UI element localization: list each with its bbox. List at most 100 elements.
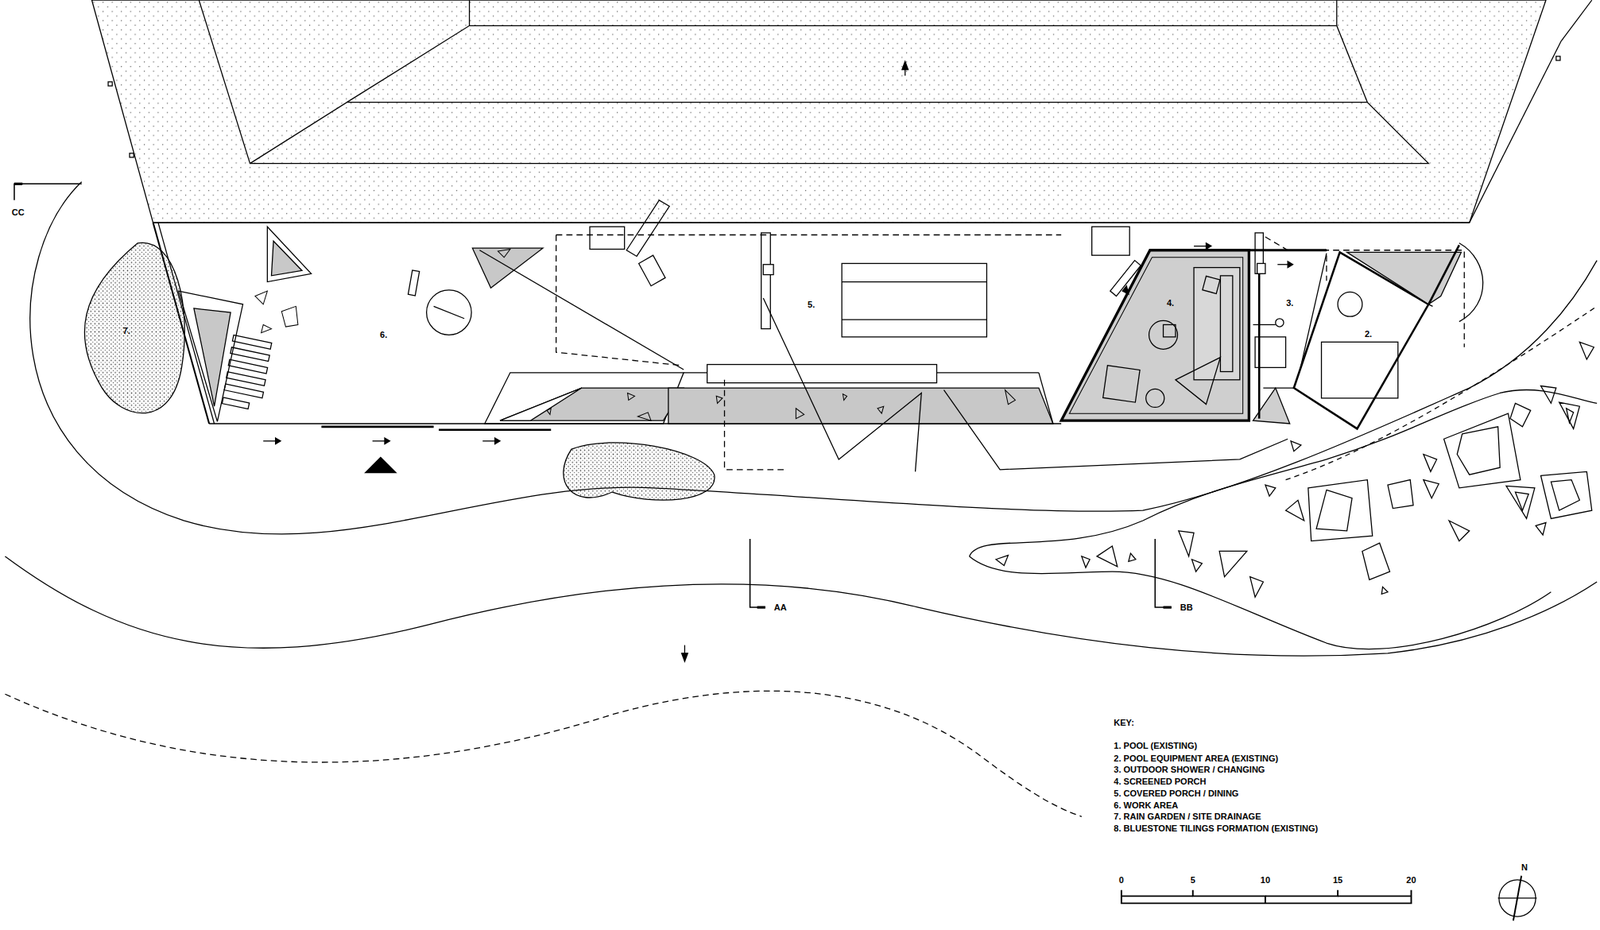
plan-polygon xyxy=(271,240,303,276)
plan-polyline xyxy=(346,25,1337,102)
plan-polyline xyxy=(198,0,1429,163)
plan-rect xyxy=(230,347,270,362)
plan-polygon xyxy=(1290,441,1302,452)
plan-line xyxy=(438,428,551,431)
plan-polygon xyxy=(637,412,651,421)
plan-polygon xyxy=(281,306,299,327)
plan-rect xyxy=(129,153,134,158)
scale-number: 0 xyxy=(1117,874,1126,885)
plan-line xyxy=(153,221,1470,223)
plan-path xyxy=(84,242,185,413)
plan-polygon xyxy=(626,200,670,257)
plan-polygon xyxy=(267,226,311,282)
plan-rect xyxy=(1103,365,1140,403)
plan-polyline xyxy=(1154,538,1172,608)
plan-polygon xyxy=(1096,546,1118,567)
scale-number: 15 xyxy=(1331,874,1345,885)
plan-line xyxy=(684,645,686,654)
plan-line xyxy=(1248,248,1327,252)
plan-polygon xyxy=(261,324,272,333)
plan-polygon xyxy=(1535,523,1546,535)
plan-rect xyxy=(841,263,987,337)
plan-polyline xyxy=(763,298,922,472)
stairs xyxy=(221,334,272,409)
plan-path xyxy=(969,556,1552,650)
plan-polygon xyxy=(178,290,244,422)
section-label: BB xyxy=(1178,602,1195,613)
plan-rect xyxy=(1220,275,1232,372)
plan-polyline xyxy=(556,234,1062,236)
plan-line xyxy=(841,318,987,320)
plan-circle xyxy=(1275,318,1284,327)
plan-polygon xyxy=(877,406,884,414)
plan-polygon xyxy=(1579,341,1594,360)
plan-g xyxy=(556,235,1465,470)
plan-polygon xyxy=(499,387,582,421)
plan-rect xyxy=(1556,56,1561,61)
plan-line xyxy=(1337,894,1411,897)
plan-rect xyxy=(1202,275,1221,294)
plan-rect xyxy=(1321,341,1399,399)
plan-line xyxy=(263,440,276,442)
plan-polygon xyxy=(92,0,1546,223)
section-marks xyxy=(14,183,1172,608)
key-entry: 6. WORK AREA xyxy=(1111,800,1180,811)
plan-rect xyxy=(763,264,774,276)
plan-rect xyxy=(226,371,266,387)
plan-circle xyxy=(1149,320,1178,349)
callout-number: 4. xyxy=(1165,298,1176,309)
plan-line xyxy=(757,605,766,609)
north-label: N xyxy=(1519,862,1530,873)
plan-rect xyxy=(1257,263,1266,274)
plan-polygon xyxy=(1510,402,1531,427)
plan-polyline xyxy=(556,235,682,366)
plan-polygon xyxy=(546,408,551,415)
plan-line xyxy=(1258,273,1261,419)
plan-polygon xyxy=(472,247,543,288)
plan-line xyxy=(1253,324,1276,326)
plan-polygon xyxy=(1444,413,1521,489)
plan-line xyxy=(1121,894,1194,897)
plan-polygon xyxy=(365,457,397,473)
plan-line xyxy=(1193,245,1206,247)
shards xyxy=(255,248,1016,421)
plan-polygon xyxy=(1081,556,1090,568)
plan-rect xyxy=(221,397,249,409)
scale-number: 5 xyxy=(1189,874,1198,885)
plan-polygon xyxy=(639,255,666,287)
key-entry: 3. OUTDOOR SHOWER / CHANGING xyxy=(1111,764,1267,775)
plan-rect xyxy=(228,359,268,374)
key-entry: 8. BLUESTONE TILINGS FORMATION (EXISTING… xyxy=(1111,823,1320,834)
plan-line xyxy=(1428,304,1433,307)
plan-polyline xyxy=(750,538,766,608)
plan-line xyxy=(1163,605,1172,609)
plan-polygon xyxy=(1069,257,1243,414)
key-entry: 2. POOL EQUIPMENT AREA (EXISTING) xyxy=(1111,753,1280,764)
plan-polygon xyxy=(1381,586,1388,594)
plan-polygon xyxy=(1541,471,1593,519)
scale-number: 10 xyxy=(1259,874,1272,885)
callout-number: 6. xyxy=(378,329,389,341)
plan-polygon xyxy=(1566,408,1574,423)
plan-polygon xyxy=(1550,480,1580,512)
plan-polygon xyxy=(1559,402,1581,429)
plan-polygon xyxy=(1308,480,1373,542)
plan-polygon xyxy=(495,437,500,445)
plan-polygon xyxy=(1423,454,1438,473)
bluestone-rocks xyxy=(995,341,1594,597)
plan-line xyxy=(904,69,906,77)
plan-polygon xyxy=(275,437,281,445)
plan-polygon xyxy=(1387,480,1414,509)
plan-polyline xyxy=(1193,890,1266,904)
plan-polygon xyxy=(384,437,390,445)
plan-polygon xyxy=(1423,480,1439,499)
plan-rect xyxy=(1092,226,1131,256)
plan-polyline xyxy=(1121,890,1412,904)
plan-rect xyxy=(407,270,419,296)
plan-polygon xyxy=(627,392,636,400)
callout-number: 2. xyxy=(1363,328,1374,339)
key-entry: 1. POOL (EXISTING) xyxy=(1111,740,1199,752)
plan-polyline xyxy=(724,379,786,470)
